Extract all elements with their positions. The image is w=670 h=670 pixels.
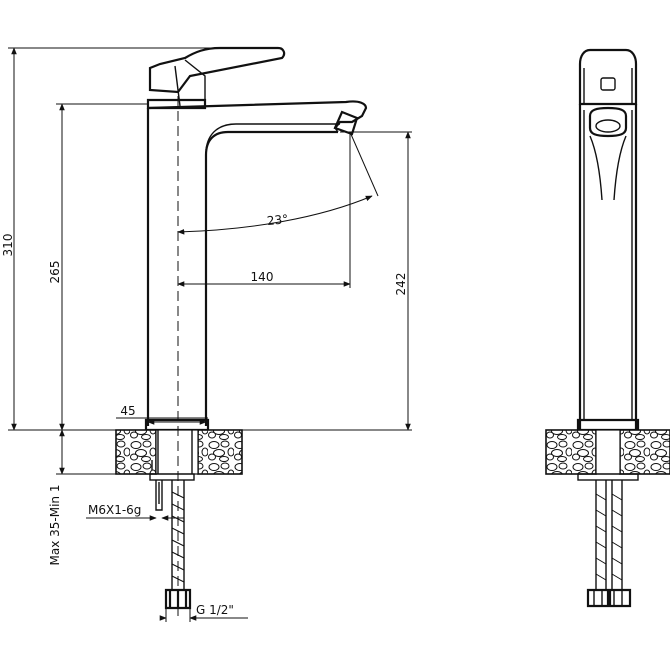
dim-hose-connection: G 1/2" [196,603,234,617]
dim-body-height: 265 [48,261,62,284]
lever-handle [148,46,286,94]
side-faucet-body [578,104,638,430]
deck-stone-left [115,429,157,475]
side-indicator [600,77,616,91]
dimensions: 310 265 242 140 23° 45 Max 35-Min 1 M6X1… [1,47,412,622]
dim-deck-thickness: Max 35-Min 1 [48,485,62,566]
side-flexible-hoses [595,480,623,590]
side-spout-outlet [588,106,628,138]
front-view [115,46,368,620]
lock-nut [149,473,195,481]
dim-base-diameter: 45 [120,404,135,418]
mounting-shank [157,430,193,474]
dim-spout-reach: 140 [251,270,274,284]
flexible-hose [171,480,185,590]
side-deck-stone-right [619,429,670,475]
faucet-body [146,100,368,426]
dim-swivel-angle: 23° [266,212,289,228]
deck-stone-right [197,429,243,475]
dim-stud-thread: M6X1-6g [88,503,141,517]
stud [155,480,163,511]
side-lever-handle [578,48,638,106]
dim-spout-height: 242 [394,273,408,296]
side-lock-nut [577,473,639,481]
cartridge-housing [146,98,207,110]
dim-total-height: 310 [1,234,15,257]
side-deck-stone-left [545,429,597,475]
side-view [545,48,670,608]
